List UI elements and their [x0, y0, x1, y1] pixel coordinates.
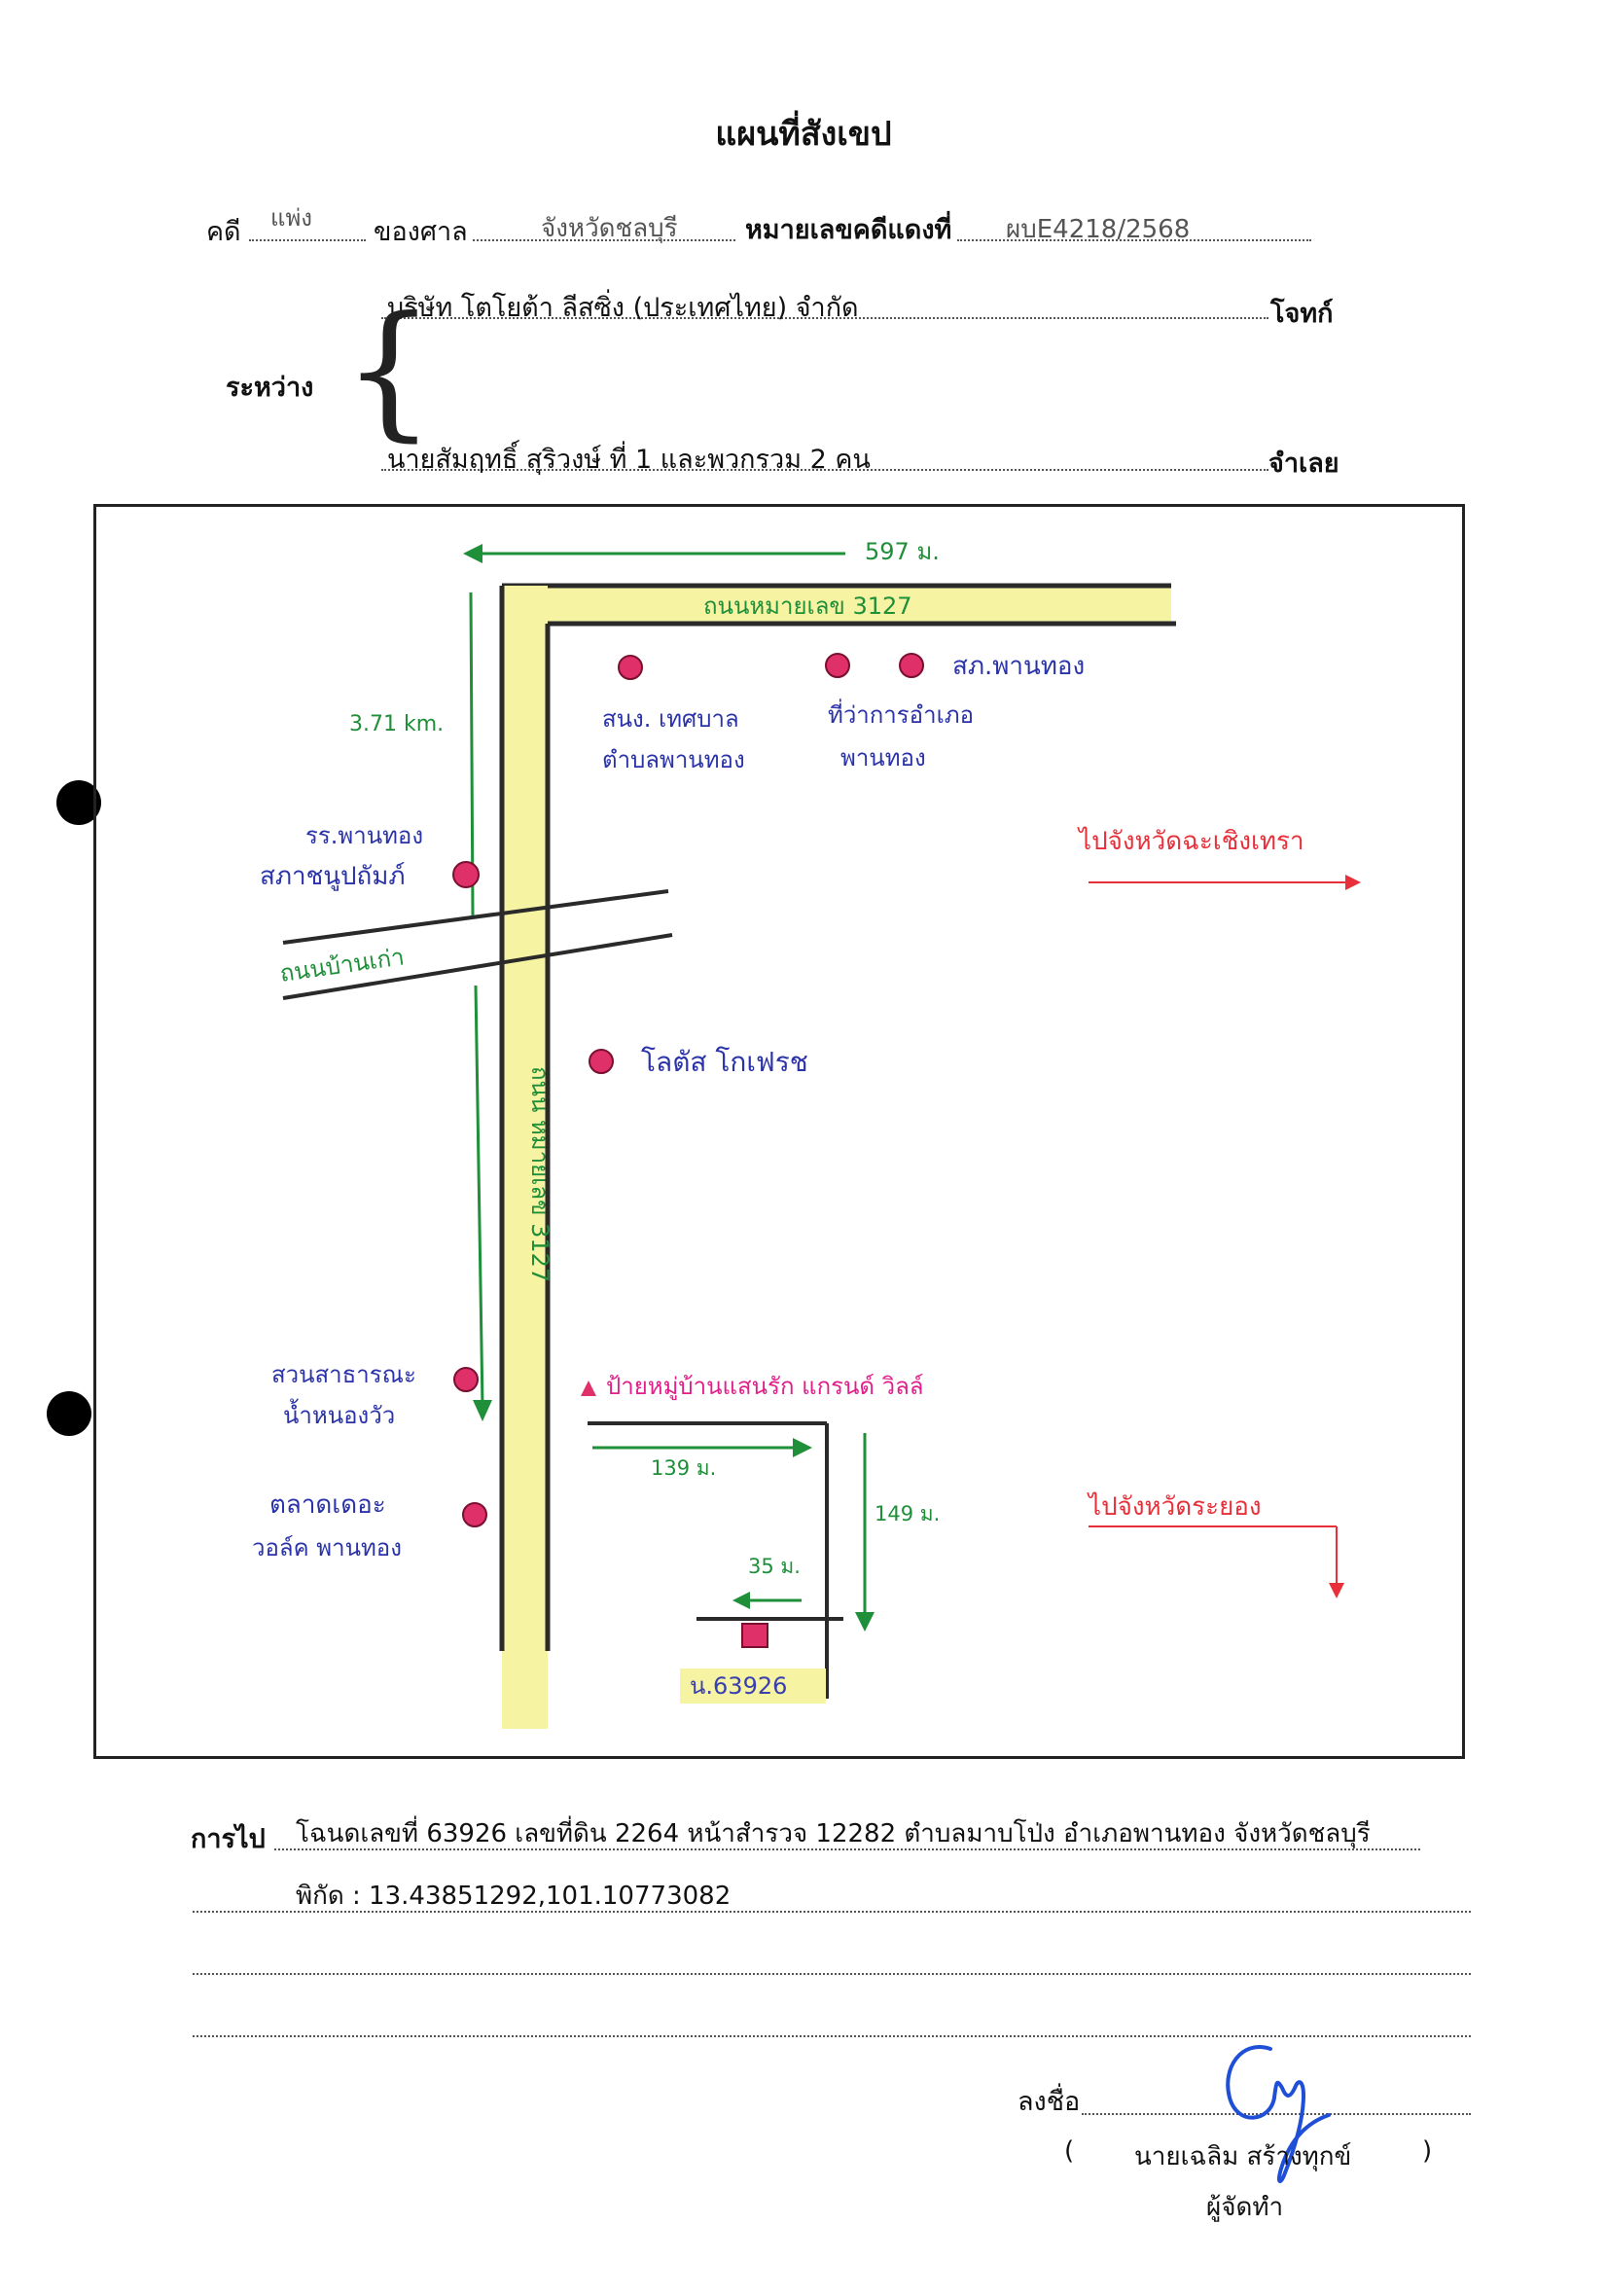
label-poi-lotus: โลตัส โกเฟรช [641, 1046, 808, 1078]
poi-dot-police [899, 653, 924, 678]
label-poi-school-2: สภาชนูปถัมภ์ [260, 862, 406, 891]
defendant-label: จำเลย [1268, 448, 1339, 479]
label-plot: น.63926 [690, 1672, 787, 1700]
label-dist-149: 149 ม. [875, 1502, 940, 1525]
red-case-value: ผบE4218/2568 [1006, 215, 1191, 244]
road-old-edge-upper [282, 889, 669, 945]
label-to-rayong: ไปจังหวัดระยอง [1087, 1491, 1262, 1522]
directions-label: การไป [191, 1824, 266, 1854]
court-value: จังหวัดชลบุรี [541, 214, 678, 243]
label-poi-village: ป้ายหมู่บ้านแสนรัก แกรนด์ วิลล์ [606, 1373, 924, 1401]
plot-marker [741, 1623, 768, 1648]
party-brace: { [342, 286, 436, 455]
plaintiff-label: โจทก์ [1270, 299, 1334, 329]
label-poi-district-1: ที่ว่าการอำเภอ [828, 699, 974, 729]
poi-dot-district [825, 653, 850, 678]
directions-text-2: พิกัด : 13.43851292,101.10773082 [296, 1882, 732, 1911]
sign-open-paren: ( [1064, 2136, 1075, 2166]
directions-line-4 [193, 2004, 1471, 2037]
arrow-rayong-head [1329, 1583, 1344, 1598]
plaintiff-name: บริษัท โตโยต้า ลีสซิ่ง (ประเทศไทย) จำกัด [387, 293, 859, 323]
poi-dot-school [452, 861, 480, 888]
poi-dot-park [453, 1367, 479, 1392]
label-dist-139: 139 ม. [651, 1456, 716, 1480]
road-old-edge-lower [282, 933, 673, 1000]
plot-label-bg [680, 1668, 826, 1704]
red-case-field: ผบE4218/2568 [957, 210, 1311, 244]
sign-close-paren: ) [1422, 2136, 1433, 2166]
label-poi-municipal-2: ตำบลพานทอง [602, 746, 745, 773]
poi-dot-lotus [589, 1049, 614, 1074]
case-type-value: แพ่ง [270, 204, 313, 232]
poi-triangle-village [581, 1381, 596, 1396]
directions-line-1: โฉนดเลขที่ 63926 เลขที่ดิน 2264 หน้าสำรว… [274, 1817, 1420, 1850]
label-dist-35: 35 ม. [748, 1555, 801, 1578]
directions-line-2: พิกัด : 13.43851292,101.10773082 [193, 1880, 1471, 1913]
arrow-597-head [463, 544, 482, 563]
court-field: จังหวัดชลบุรี [473, 210, 735, 243]
sign-field [1082, 2082, 1471, 2115]
between-label: ระหว่าง [226, 373, 314, 403]
road-vertical-fill [502, 586, 548, 1729]
label-poi-park-1: สวนสาธารณะ [271, 1361, 416, 1388]
signature-mark [1226, 2045, 1331, 2183]
arrow-149-head [855, 1612, 875, 1632]
sketch-map: ถนนหมายเลข 3127 597 ม. 3.71 km. ถนนบ้านเ… [252, 538, 1361, 1729]
poi-dot-market [462, 1502, 487, 1527]
signer-role: ผู้จัดทำ [1206, 2193, 1284, 2222]
label-to-chachoengsao: ไปจังหวัดฉะเชิงเทรา [1077, 826, 1304, 856]
arrow-left-lower-head [473, 1400, 492, 1421]
case-type-field: แพ่ง [249, 204, 366, 241]
label-poi-market-1: ตลาดเดอะ [269, 1490, 386, 1520]
label-poi-market-2: วอล์ค พานทอง [252, 1534, 402, 1561]
page-title: แผนที่สังเขป [715, 115, 892, 154]
arrow-139-head [793, 1438, 812, 1457]
court-label: ของศาล [374, 217, 468, 247]
label-dist-left: 3.71 km. [349, 712, 444, 736]
road-top-fill [502, 586, 1171, 624]
label-poi-district-2: พานทอง [840, 744, 926, 771]
case-label: คดี [206, 217, 241, 247]
punch-hole-bottom [47, 1391, 91, 1436]
label-road-top: ถนนหมายเลข 3127 [703, 592, 912, 620]
directions-line-3 [193, 1942, 1471, 1975]
directions-text-1: โฉนดเลขที่ 63926 เลขที่ดิน 2264 หน้าสำรว… [296, 1819, 1371, 1848]
arrow-left-upper-line [469, 592, 475, 916]
arrow-chachoengsao-head [1345, 875, 1361, 890]
red-case-label: หมายเลขคดีแดงที่ [745, 215, 952, 245]
defendant-name: นายสัมฤทธิ์ สุริวงษ์ ที่ 1 และพวกรวม 2 ค… [387, 445, 871, 475]
label-road-vertical: ถนน หมายเลข 3127 [526, 1066, 554, 1282]
arrow-35-head [732, 1592, 750, 1609]
label-poi-municipal-1: สนง. เทศบาล [602, 705, 739, 733]
label-poi-school-1: รร.พานทอง [305, 822, 423, 849]
label-dist-top: 597 ม. [865, 538, 940, 565]
label-poi-police: สภ.พานทอง [952, 652, 1085, 681]
signer-name: นายเฉลิม สร้างทุกข์ [1134, 2142, 1352, 2171]
sign-label: ลงชื่อ [1018, 2087, 1081, 2117]
map-frame: ถนนหมายเลข 3127 597 ม. 3.71 km. ถนนบ้านเ… [93, 504, 1465, 1759]
poi-dot-municipal [618, 655, 643, 680]
plaintiff-field: บริษัท โตโยต้า ลีสซิ่ง (ประเทศไทย) จำกัด [381, 288, 1268, 323]
arrow-left-lower-line [474, 985, 484, 1408]
label-poi-park-2: น้ำหนองวัว [283, 1398, 395, 1429]
defendant-field: นายสัมฤทธิ์ สุริวงษ์ ที่ 1 และพวกรวม 2 ค… [381, 440, 1268, 475]
